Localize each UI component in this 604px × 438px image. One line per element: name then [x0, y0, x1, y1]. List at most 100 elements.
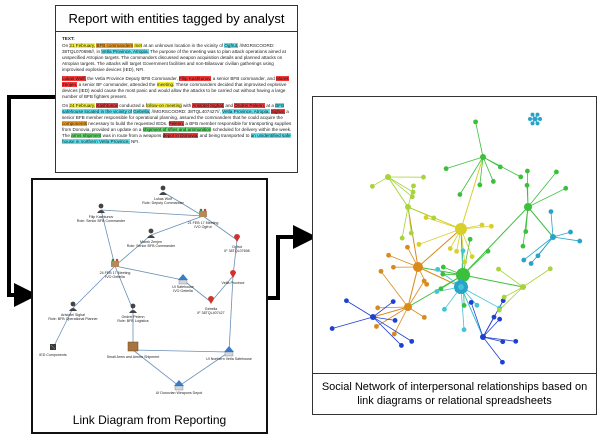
- social-hub-node: [455, 223, 467, 235]
- social-hub-node: [480, 154, 486, 160]
- report-text-run: at a: [264, 103, 276, 108]
- social-node: [500, 339, 506, 345]
- social-node: [500, 359, 505, 365]
- link-node-sublabel: Role: BFB Logistics: [117, 319, 149, 323]
- social-node: [409, 194, 415, 200]
- social-edge: [498, 286, 524, 311]
- social-node: [490, 179, 496, 184]
- link-node-vetla: Vetla Province: [222, 270, 245, 285]
- social-network-title: Social Network of interpersonal relation…: [313, 373, 596, 414]
- social-edge: [332, 316, 374, 329]
- tagged-entity: 24 February,: [69, 103, 96, 108]
- social-edge: [460, 286, 500, 309]
- social-edge: [372, 316, 412, 342]
- link-node-label: Vetla Province: [222, 281, 245, 285]
- social-edge: [482, 336, 503, 363]
- link-node-sublabel: IF 38TQL407427: [197, 311, 224, 315]
- report-text: TEXT: On 21 February, BFB commanders met…: [62, 36, 294, 148]
- social-node: [378, 268, 384, 274]
- social-edge: [482, 156, 501, 168]
- safehouse-icon: [224, 346, 234, 352]
- social-edge: [527, 171, 529, 208]
- link-edge: [72, 265, 116, 309]
- link-edge: [228, 275, 234, 353]
- social-node: [460, 289, 465, 294]
- meeting-icon: [199, 211, 207, 217]
- person-icon: [160, 185, 166, 191]
- social-edge: [503, 286, 524, 298]
- link-node-sublabel: IVO Gebella: [173, 289, 193, 293]
- report-text-run: a senior BF commander, attended the: [77, 82, 157, 87]
- link-edge: [202, 215, 238, 241]
- person-icon: [98, 203, 104, 209]
- social-edge: [460, 156, 484, 230]
- social-node: [457, 280, 462, 285]
- tagged-entity: components: [62, 121, 88, 126]
- social-node: [423, 215, 429, 220]
- report-title: Report with entities tagged by analyst: [56, 6, 297, 32]
- safehouse-icon: [178, 274, 188, 280]
- link-node-sublabel: IF 38TQL07698: [224, 249, 249, 253]
- link-node-label: Filip Kashtunov: [89, 215, 114, 219]
- social-node: [535, 253, 541, 259]
- social-edge: [530, 236, 554, 264]
- social-edge: [407, 206, 419, 268]
- social-node: [563, 185, 569, 191]
- social-edge: [459, 156, 484, 195]
- social-network-graph: [329, 112, 583, 365]
- link-edge: [178, 351, 230, 387]
- social-node: [501, 294, 507, 300]
- social-edge: [372, 316, 402, 346]
- social-node: [431, 215, 437, 221]
- social-edge: [552, 236, 580, 242]
- social-node: [438, 286, 444, 292]
- link-edge: [100, 209, 204, 217]
- social-node: [513, 338, 519, 344]
- social-node: [477, 182, 483, 188]
- report-text-run: These commanders decided that improvised…: [62, 82, 287, 99]
- social-node: [424, 281, 430, 287]
- social-node: [535, 112, 540, 117]
- social-node: [443, 166, 449, 172]
- social-node: [447, 246, 453, 251]
- report-text-run: was in route from a weapons: [101, 133, 163, 138]
- tagged-entity: Aristotel Sighal,: [192, 103, 225, 108]
- person-icon: [130, 303, 136, 309]
- link-edge: [132, 349, 230, 353]
- social-node: [491, 314, 497, 320]
- social-edge: [482, 318, 500, 338]
- tagged-entity: Vetla Province, Atropia.: [222, 109, 270, 114]
- social-node: [421, 278, 427, 284]
- link-edge: [232, 239, 238, 277]
- social-node: [434, 289, 440, 294]
- social-node: [391, 331, 397, 337]
- social-node: [329, 326, 335, 331]
- social-hub-node: [550, 234, 556, 240]
- report-paragraph-2: Lukas Wolf, the Vetla Province Deputy BF…: [62, 76, 294, 100]
- social-edge: [417, 266, 462, 288]
- person-icon: [70, 301, 76, 307]
- social-edge: [417, 228, 462, 268]
- report-text-run: with: [181, 103, 193, 108]
- social-node: [528, 117, 532, 121]
- social-edge: [527, 171, 557, 208]
- social-node: [467, 236, 473, 242]
- social-node: [538, 117, 542, 121]
- social-node: [421, 174, 426, 180]
- social-node: [386, 252, 392, 258]
- link-node-sublabel: IVO Ogfrut: [194, 225, 211, 229]
- social-edge: [407, 266, 419, 308]
- social-hub-node: [405, 204, 411, 210]
- social-edge: [346, 300, 374, 318]
- report-text-run: a senior BFB commander, and: [211, 76, 277, 81]
- link-edge: [162, 191, 204, 217]
- social-edge: [470, 302, 484, 338]
- social-node: [462, 259, 468, 265]
- social-hub-node: [413, 262, 423, 272]
- social-node: [461, 302, 467, 308]
- social-edges: [332, 114, 580, 363]
- social-edge: [387, 176, 409, 208]
